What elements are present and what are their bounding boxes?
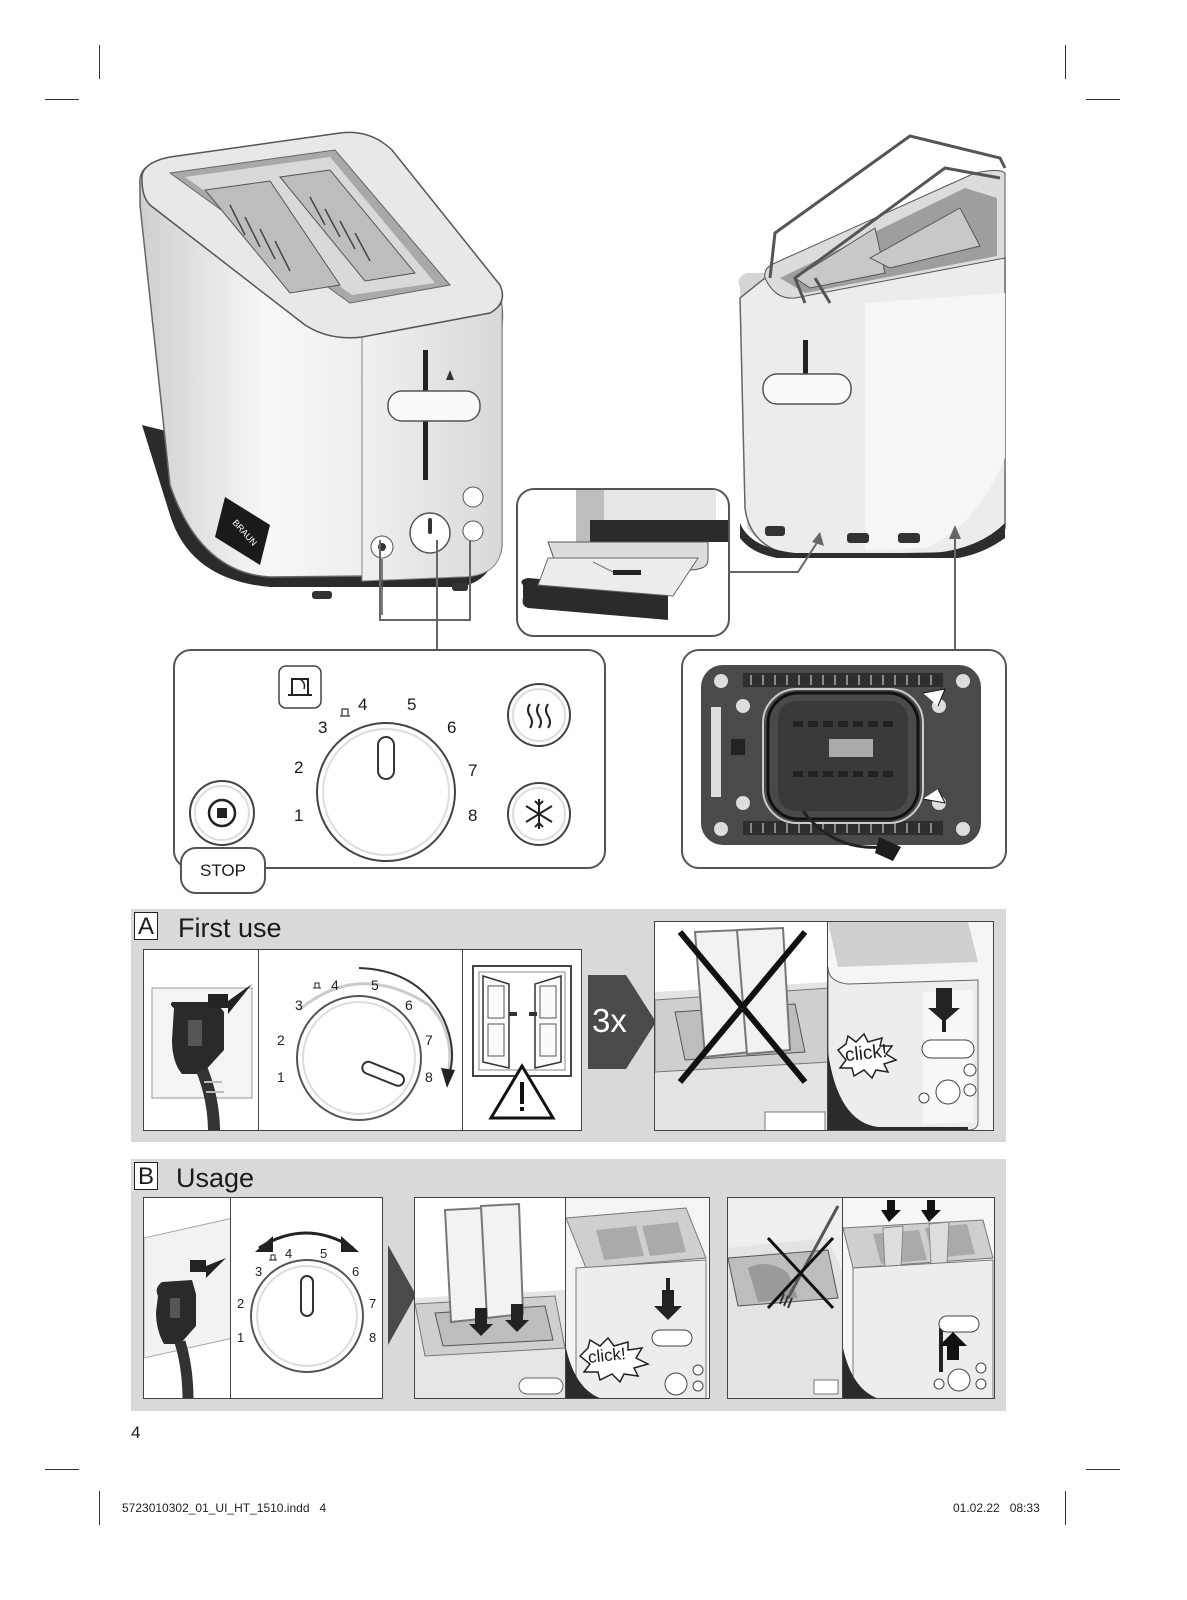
svg-text:5: 5 bbox=[320, 1246, 327, 1261]
section-b-press-lever-frame bbox=[565, 1197, 710, 1399]
section-a-title: First use bbox=[178, 913, 282, 943]
section-b-click-label: click! bbox=[587, 1344, 627, 1367]
section-a-letter: A bbox=[134, 912, 158, 940]
stop-button[interactable] bbox=[188, 779, 256, 847]
section-b-step-arrow bbox=[388, 1245, 416, 1345]
controls-panel: 1 2 3 4 5 6 7 8 bbox=[173, 649, 606, 869]
toaster-main-illustration: BRAUN bbox=[139, 131, 504, 615]
section-a-click-label: click! bbox=[843, 1040, 889, 1067]
svg-text:1: 1 bbox=[277, 1069, 285, 1085]
crumb-tray-panel bbox=[516, 488, 730, 637]
section-b-no-utensil-frame bbox=[727, 1197, 844, 1399]
svg-text:2: 2 bbox=[277, 1032, 285, 1048]
dial-number-6: 6 bbox=[447, 718, 457, 737]
toaster-rear-illustration bbox=[738, 134, 1007, 558]
cord-storage-panel bbox=[681, 649, 1007, 869]
crop-mark-tr-h bbox=[1086, 99, 1120, 100]
dial-number-5: 5 bbox=[407, 695, 417, 714]
svg-text:6: 6 bbox=[405, 997, 413, 1013]
svg-text:8: 8 bbox=[425, 1069, 433, 1085]
svg-text:4: 4 bbox=[331, 977, 339, 993]
section-b-dial-frame: 1 2 3 4 5 6 7 8 bbox=[230, 1197, 383, 1399]
stop-label: STOP bbox=[180, 847, 266, 894]
crop-mark-br-v bbox=[1065, 1491, 1066, 1525]
svg-text:8: 8 bbox=[369, 1330, 376, 1345]
crop-mark-bl-h bbox=[45, 1469, 79, 1470]
crop-mark-tr-v bbox=[1065, 45, 1066, 79]
browning-dial[interactable] bbox=[315, 721, 457, 863]
svg-text:2: 2 bbox=[237, 1296, 244, 1311]
crumb-tray-pointer-arrow bbox=[728, 532, 824, 573]
page-number: 4 bbox=[131, 1423, 141, 1442]
section-b-plug-frame bbox=[143, 1197, 232, 1399]
warning-icon bbox=[488, 1063, 556, 1120]
crop-mark-tl-v bbox=[99, 45, 100, 79]
svg-text:4: 4 bbox=[285, 1246, 292, 1261]
crop-mark-bl-v bbox=[99, 1491, 100, 1525]
dial-number-1: 1 bbox=[294, 806, 304, 825]
reheat-button[interactable] bbox=[506, 682, 572, 748]
footer-file-info: 5723010302_01_UI_HT_1510.indd 4 bbox=[122, 1501, 327, 1515]
section-b-letter: B bbox=[134, 1162, 158, 1190]
svg-text:6: 6 bbox=[352, 1264, 359, 1279]
cord-storage-pointer-arrow bbox=[949, 525, 961, 653]
dial-number-3: 3 bbox=[318, 718, 328, 737]
section-a-press-lever-frame bbox=[827, 921, 994, 1131]
crop-mark-br-h bbox=[1086, 1469, 1120, 1470]
svg-text:7: 7 bbox=[369, 1296, 376, 1311]
repeat-3x-arrow bbox=[588, 975, 656, 1069]
section-a-plug-frame bbox=[143, 949, 260, 1131]
section-a-ventilation-frame bbox=[462, 949, 582, 1131]
svg-text:7: 7 bbox=[425, 1032, 433, 1048]
controls-connector bbox=[379, 540, 471, 652]
section-b-title: Usage bbox=[176, 1163, 255, 1193]
bun-warmer-icon bbox=[278, 665, 322, 709]
svg-text:1: 1 bbox=[237, 1330, 244, 1345]
section-a-dial-frame: 1 2 3 4 5 6 7 8 bbox=[258, 949, 464, 1131]
footer-date-info: 01.02.22 08:33 bbox=[953, 1501, 1040, 1515]
svg-text:5: 5 bbox=[371, 977, 379, 993]
svg-text:3: 3 bbox=[255, 1264, 262, 1279]
section-b-lift-lever-frame bbox=[842, 1197, 995, 1399]
svg-text:3: 3 bbox=[295, 997, 303, 1013]
section-a-no-bread-frame bbox=[654, 921, 829, 1131]
dial-number-7: 7 bbox=[468, 761, 478, 780]
repeat-3x-label: 3x bbox=[592, 1002, 627, 1039]
bun-warmer-small-icon bbox=[340, 708, 350, 717]
dial-number-8: 8 bbox=[468, 806, 478, 825]
section-b-insert-bread-frame bbox=[414, 1197, 567, 1399]
defrost-button[interactable] bbox=[506, 781, 572, 847]
dial-number-2: 2 bbox=[294, 758, 304, 777]
dial-number-4: 4 bbox=[358, 695, 368, 714]
crop-mark-tl-h bbox=[45, 99, 79, 100]
